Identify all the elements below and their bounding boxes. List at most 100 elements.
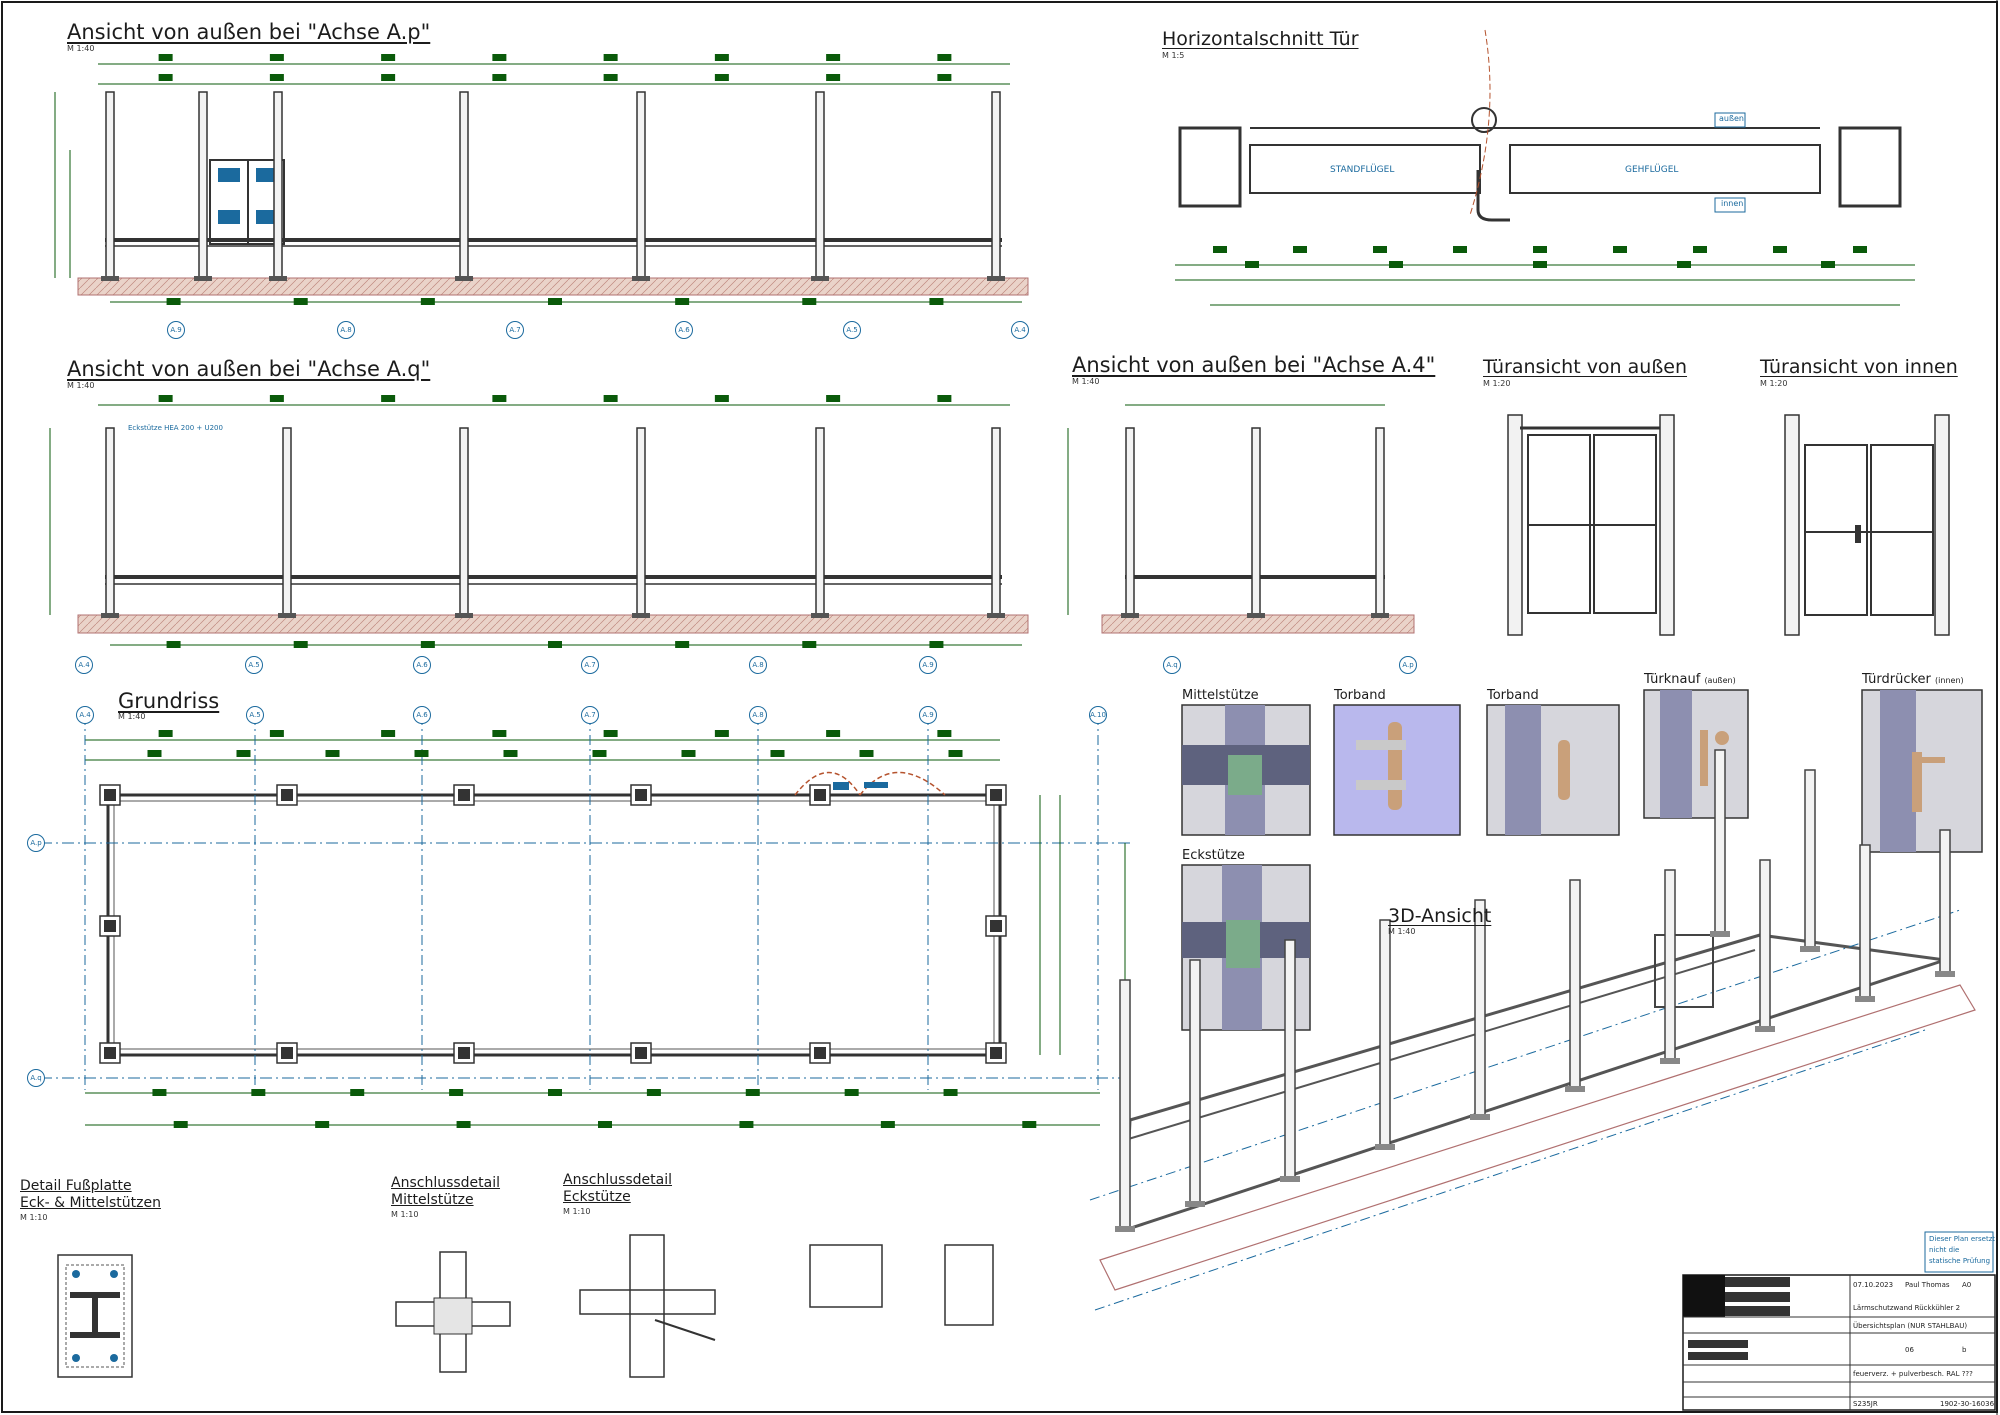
door-view-inside	[1784, 414, 1950, 636]
scale-elevation-ap: M 1:40	[67, 44, 95, 53]
title-footplate-2: Eck- & Mittelstützen	[20, 1195, 161, 1211]
tuerknauf-note: (außen)	[1704, 676, 1736, 685]
steel-post	[1505, 705, 1541, 835]
post-section	[990, 789, 1002, 801]
axis-grid	[84, 715, 1099, 1090]
dimension-mark	[592, 750, 607, 757]
iso-post	[1714, 749, 1726, 936]
knob-shaft	[1700, 730, 1708, 786]
anchor-bolt	[110, 1354, 118, 1362]
base-plate	[455, 613, 473, 618]
dimension-mark	[603, 395, 618, 402]
axis-bubble: A.q	[27, 1069, 45, 1087]
door-view-outside	[1507, 414, 1675, 636]
steel-post	[198, 91, 208, 281]
outer-frame	[106, 793, 1002, 1057]
dimension-mark	[826, 54, 841, 61]
steel-post	[105, 427, 115, 618]
title-connection-eck-1: Anschlussdetail	[563, 1172, 673, 1188]
base-plate	[1371, 613, 1389, 618]
dimension-mark	[269, 395, 284, 402]
dimension-mark	[1389, 261, 1403, 268]
dimension-mark	[880, 1121, 895, 1128]
hinge-leaf	[1356, 780, 1406, 790]
dimension-mark	[269, 74, 284, 81]
steel-post	[815, 91, 825, 281]
door-symbol	[833, 782, 849, 790]
scale-door-inside: M 1:20	[1760, 379, 1788, 388]
door-3d	[1654, 934, 1714, 1008]
title-3d-view: 3D-Ansicht	[1388, 905, 1492, 927]
steel-post	[459, 91, 469, 281]
steel-post	[991, 427, 1001, 618]
dimension-mark	[1213, 246, 1227, 253]
axis-bubble: A.8	[337, 321, 355, 339]
dimension-mark	[492, 74, 507, 81]
anchor-bolt	[72, 1354, 80, 1362]
axis-bubble: A.q	[1163, 656, 1181, 674]
iso-base-plate	[1710, 931, 1730, 937]
anchor-bolt	[72, 1270, 80, 1278]
swing-arc	[1469, 29, 1491, 216]
iso-post	[1939, 829, 1951, 976]
dimension-mark	[381, 730, 396, 737]
iso-base-plate	[1115, 1226, 1135, 1232]
dimension-mark	[492, 54, 507, 61]
axis-bubble: A.8	[749, 706, 767, 724]
label-detail-mittelstuetze: Mittelstütze	[1182, 688, 1259, 703]
iso-posts	[1115, 749, 1955, 1232]
scale-door-outside: M 1:20	[1483, 379, 1511, 388]
title-elevation-aq: Ansicht von außen bei "Achse A.q"	[67, 357, 431, 381]
base-plate	[811, 276, 829, 281]
post-section	[458, 1047, 470, 1059]
axis-bubble: A.6	[413, 656, 431, 674]
axis-bubble: A.4	[1011, 321, 1029, 339]
title-elevation-a4: Ansicht von außen bei "Achse A.4"	[1072, 353, 1436, 377]
axis-bubble: A.8	[749, 656, 767, 674]
door-frame	[209, 159, 285, 245]
tuerdruecker-note: (innen)	[1935, 676, 1964, 685]
iso-post	[1859, 844, 1871, 1001]
iso-post	[1804, 769, 1816, 951]
plate	[433, 1297, 473, 1335]
dimension-mark	[929, 641, 944, 648]
hinge-pin	[1388, 722, 1402, 810]
dimension-mark	[770, 750, 785, 757]
axis-bubble: A.p	[1399, 656, 1417, 674]
title-connection-mittel-2: Mittelstütze	[391, 1192, 474, 1208]
post-profile-left	[1178, 126, 1242, 208]
axis-bubble: A.10	[1089, 706, 1107, 724]
steel-post	[105, 91, 115, 281]
connection-plate	[1228, 755, 1262, 795]
dimension-mark	[1693, 246, 1707, 253]
dimension-mark	[675, 641, 690, 648]
post-left	[1784, 414, 1800, 636]
dimension-mark	[158, 730, 173, 737]
beam-angled	[654, 1319, 716, 1341]
plate-plan	[809, 1244, 883, 1308]
label-leaf-left: STANDFLÜGEL	[1330, 165, 1395, 175]
tuerdruecker-text: Türdrücker	[1862, 672, 1931, 687]
dimension-mark	[826, 74, 841, 81]
base-plate	[1247, 613, 1265, 618]
floor-plan	[40, 715, 1130, 1128]
base-plate	[811, 613, 829, 618]
leaf-right	[1509, 144, 1821, 194]
plate-plan-2	[944, 1244, 994, 1326]
tb-plan: Übersichtsplan (NUR STAHLBAU)	[1853, 1322, 1968, 1330]
scale-horizontal-section: M 1:5	[1162, 51, 1185, 60]
dimension-mark	[449, 1089, 464, 1096]
dimension-mark	[1373, 246, 1387, 253]
dimension-mark	[293, 641, 308, 648]
detail-tuerdruecker	[1861, 689, 1983, 853]
title-connection-mittel-1: Anschlussdetail	[391, 1175, 501, 1191]
dimension-mark	[802, 298, 817, 305]
iso-base-plate	[1660, 1058, 1680, 1064]
steel-post	[1660, 690, 1692, 818]
label-detail-torband-1: Torband	[1334, 688, 1386, 703]
title-block	[1682, 1274, 1996, 1411]
tb-material: S235JR	[1853, 1400, 1878, 1408]
iso-base-plate	[1935, 971, 1955, 977]
